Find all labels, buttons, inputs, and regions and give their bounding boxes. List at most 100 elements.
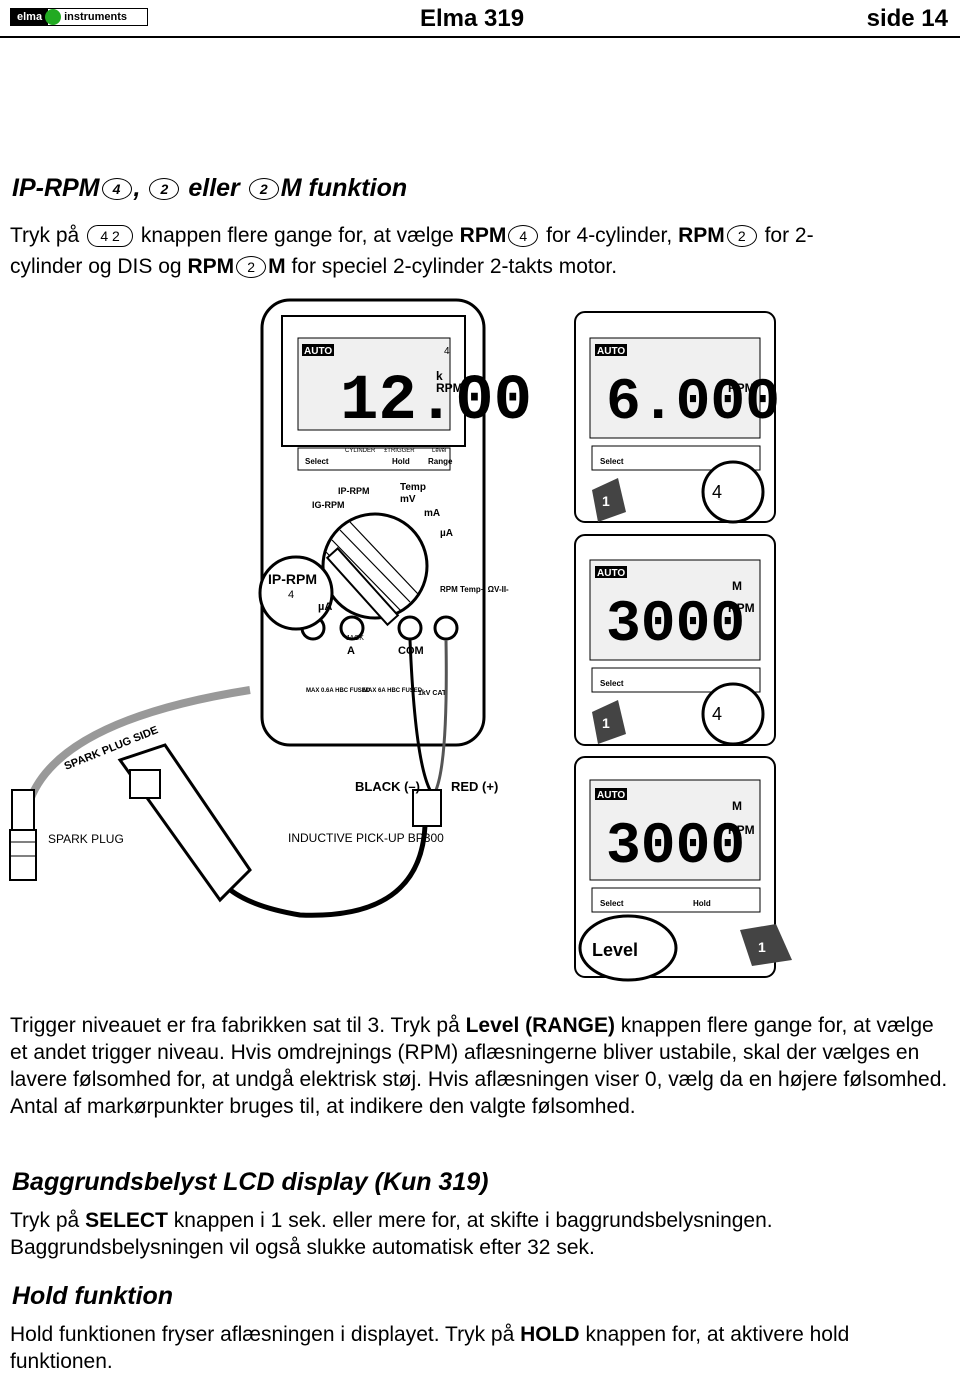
text-line: Tryk på 4 2 knappen flere gange for, at … [10,222,950,249]
unit-label: RPM [436,381,463,395]
text-bold: RPM [459,224,507,247]
unit-prefix: M [732,579,742,593]
text: knappen flere gange for, at vælge [140,224,454,247]
auto-indicator: AUTO [304,346,332,357]
select-button-label: Select [305,457,329,466]
unit-prefix: M [732,799,742,813]
text: knappen flere gange for, at vælge et and… [10,1014,948,1118]
inductive-pickup-label: INDUCTIVE PICK-UP BP300 [288,831,444,845]
auto-indicator: AUTO [597,568,625,579]
logo-mark-icon [45,9,62,25]
fuse-label-1: MAX 0.6A HBC FUSED [306,688,371,694]
multimeter-illustration: AUTO 12.00 k RPM 4 Select CYLINDER ±TRIG… [9,298,792,982]
fuse-label-2: MAX 6A HBC FUSED [363,688,423,694]
heading-part: , [133,174,141,202]
text-bold: M [268,255,286,278]
temp-label: Temp [400,482,426,493]
mv-label: mV [400,494,416,505]
heading-part: M funktion [280,174,408,202]
step-number: 1 [602,715,610,731]
cylinder-4-icon: 4 [508,225,539,248]
jack-label: JACK [346,635,364,642]
text-bold: Level (RANGE) [465,1014,615,1037]
section-heading-backlight: Baggrundsbelyst LCD display (Kun 319) [12,1168,489,1196]
text: Hold funktionen fryser aflæsningen i dis… [10,1323,515,1346]
panel-display-value: 3000 [606,593,745,658]
hold-button-label: Hold [693,899,711,908]
ma-label: mA [424,508,440,519]
paragraph-rpm-select: Tryk på 4 2 knappen flere gange for, at … [10,222,950,280]
unit-label: RPM [728,381,755,395]
brand-logo: elma instruments [10,8,148,26]
cylinder-label: CYLINDER [345,448,376,454]
trigger-label: ±TRIGGER [384,448,415,454]
hold-button-label: Hold [392,457,410,466]
text-bold: RPM [187,255,235,278]
paragraph-trigger-level: Trigger niveauet er fra fabrikken sat ti… [10,1012,950,1120]
paragraph-hold: Hold funktionen fryser aflæsningen i dis… [10,1321,950,1375]
text: knappen i 1 sek. eller mere for, at skif… [10,1209,773,1259]
level-button-callout: Level [592,940,638,960]
heading-part: eller [188,174,240,202]
cylinder-2-icon: 2 [236,256,267,279]
unit-prefix: k [436,369,443,383]
ip-rpm-label: IP-RPM [338,486,370,496]
main-display-value: 12.00 [340,366,532,438]
select-button-label: Select [600,457,624,466]
select-button-label: Select [600,679,624,688]
callout-cylinder: 4 [288,589,294,601]
ig-rpm-label: IG-RPM [312,500,345,510]
page-number: side 14 [866,5,948,32]
step-number: 1 [758,939,766,955]
black-lead-label: BLACK (–) [355,779,420,794]
text-bold: SELECT [85,1209,168,1232]
callout-ip-rpm: IP-RPM [268,571,317,587]
text: cylinder og DIS og [10,255,182,278]
heading-part: IP-RPM [12,174,100,202]
unit-label: RPM [728,823,755,837]
cylinder-2-icon: 2 [149,178,180,201]
panel-level: AUTO 3000 M RPM Select Hold Level 1 [574,756,792,982]
cylinder-2-icon: 2 [248,178,279,201]
red-lead-label: RED (+) [451,779,498,794]
document-title: Elma 319 [420,5,525,32]
cylinder-2-icon: 2 [726,225,757,248]
callout-ua: µA [318,601,332,613]
auto-indicator: AUTO [597,790,625,801]
ua-label: µA [440,528,453,539]
panel-display-value: 3000 [606,815,745,880]
panel-display-value: 6.000 [606,371,780,436]
text: Tryk på [10,224,80,247]
text: knappen for, at aktivere hold funktionen… [10,1323,850,1373]
step-number: 1 [602,493,610,509]
section-heading-hold: Hold funktion [12,1282,174,1310]
text: for speciel 2-cylinder 2-takts motor. [291,255,618,278]
inductive-pickup-clamp: SPARK PLUG SIDE [63,724,252,903]
spark-plug [9,789,37,881]
callout-cylinder: 4 [712,704,722,724]
a-terminal-label: A [347,645,355,657]
cylinder-button-icon: 4 2 [87,225,134,248]
logo-suffix: instruments [64,11,128,23]
text: for 2- [764,224,814,247]
logo-brand: elma [11,9,49,25]
red-terminal-label: RPM Temp+ ΩV-II- [440,585,509,594]
text-bold: HOLD [520,1323,580,1346]
page-header: elma instruments Elma 319 side 14 [0,0,960,38]
cat-label: 1kV CAT [418,690,447,697]
text: Trigger niveauet er fra fabrikken sat ti… [10,1014,460,1037]
callout-cylinder: 4 [712,482,722,502]
cylinder-indicator: 4 [444,346,450,357]
select-button-label: Select [600,899,624,908]
text: for 4-cylinder, [546,224,673,247]
text: Tryk på [10,1209,80,1232]
main-multimeter: AUTO 12.00 k RPM 4 Select CYLINDER ±TRIG… [260,298,532,747]
spark-plug-label: SPARK PLUG [48,832,124,846]
panel-2-cylinder: AUTO 3000 M RPM Select 4 1 [574,534,776,746]
level-label: Level [432,448,446,454]
auto-indicator: AUTO [597,346,625,357]
panel-4-cylinder: AUTO 6.000 RPM Select 4 1 [574,311,780,524]
cylinder-4-icon: 4 [101,178,132,201]
